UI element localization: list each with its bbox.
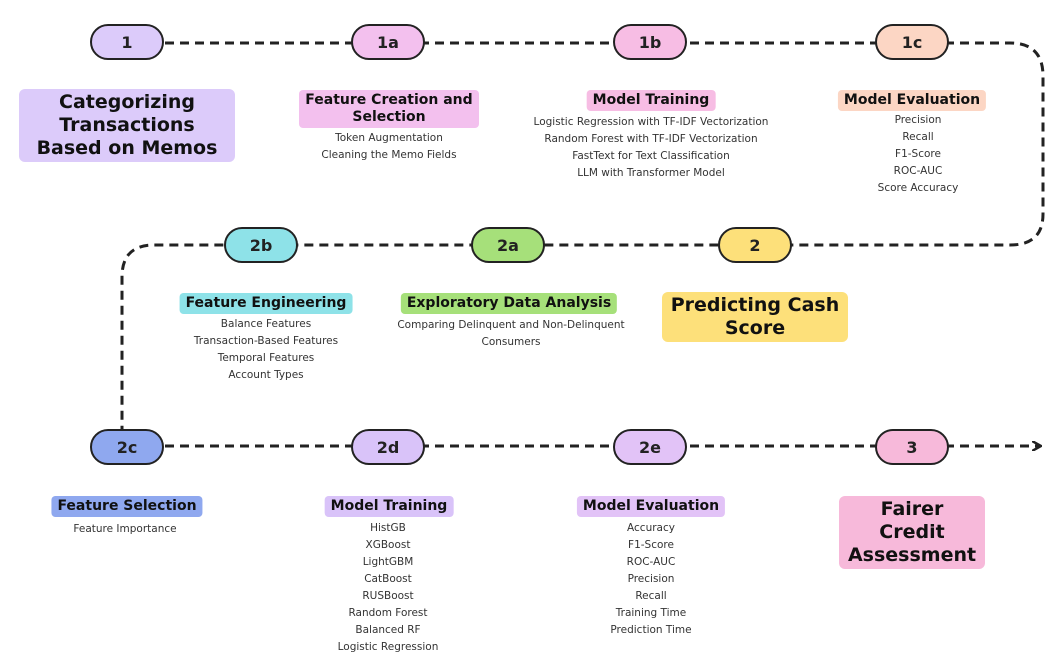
step-items-1c: Precision Recall F1-Score ROC-AUC Score … <box>878 112 959 197</box>
list-item: F1-Score <box>628 539 674 551</box>
step-node-2: 2 <box>718 227 792 263</box>
list-item: Logistic Regression <box>337 641 439 653</box>
step-node-1: 1 <box>90 24 164 60</box>
list-item: Prediction Time <box>610 624 692 636</box>
step-node-2b: 2b <box>224 227 298 263</box>
list-item: Precision <box>894 114 942 126</box>
step-node-1c: 1c <box>875 24 949 60</box>
step-title-2c: Feature Selection <box>51 496 203 517</box>
step-node-2a: 2a <box>471 227 545 263</box>
list-item: Random Forest <box>348 607 428 619</box>
list-item: Cleaning the Memo Fields <box>321 149 457 161</box>
step-title-2e: Model Evaluation <box>576 496 726 517</box>
step-node-2d: 2d <box>351 429 425 465</box>
list-item: Random Forest with TF-IDF Vectorization <box>544 133 758 145</box>
step-node-2e: 2e <box>613 429 687 465</box>
list-item: Recall <box>635 590 667 602</box>
step-node-1a: 1a <box>351 24 425 60</box>
step-items-1b: Logistic Regression with TF-IDF Vectoriz… <box>534 114 769 182</box>
list-item: Temporal Features <box>217 352 315 364</box>
list-item: LLM with Transformer Model <box>577 167 725 179</box>
list-item: Score Accuracy <box>877 182 959 194</box>
step-title-2b: Feature Engineering <box>179 293 353 314</box>
list-item: Token Augmentation <box>335 132 443 144</box>
step-title-1a: Feature Creation and Selection <box>299 90 479 128</box>
list-item: Precision <box>627 573 675 585</box>
list-item: Comparing Delinquent and Non-Delinquent <box>397 319 625 331</box>
list-item: ROC-AUC <box>626 556 676 568</box>
list-item: Balanced RF <box>355 624 421 636</box>
list-item: FastText for Text Classification <box>572 150 730 162</box>
step-title-1c: Model Evaluation <box>837 90 987 111</box>
dashed-connector-path <box>120 41 1045 444</box>
phase-title-predicting: Predicting Cash Score <box>662 292 848 342</box>
list-item: Transaction-Based Features <box>193 335 339 347</box>
list-item: HistGB <box>370 522 406 534</box>
step-title-2d: Model Training <box>324 496 454 517</box>
list-item: Account Types <box>228 369 304 381</box>
list-item: CatBoost <box>364 573 412 585</box>
step-items-2b: Balance Features Transaction-Based Featu… <box>194 316 338 384</box>
step-items-2e: Accuracy F1-Score ROC-AUC Precision Reca… <box>610 520 691 639</box>
list-item: Logistic Regression with TF-IDF Vectoriz… <box>533 116 769 128</box>
list-item: XGBoost <box>365 539 411 551</box>
step-node-1b: 1b <box>613 24 687 60</box>
step-items-2c: Feature Importance <box>73 521 176 538</box>
list-item: ROC-AUC <box>893 165 943 177</box>
step-items-2a: Comparing Delinquent and Non-Delinquent … <box>397 317 624 351</box>
list-item: Recall <box>902 131 934 143</box>
list-item: Training Time <box>615 607 687 619</box>
step-title-2a: Exploratory Data Analysis <box>400 293 618 314</box>
list-item: Accuracy <box>627 522 675 534</box>
step-node-3: 3 <box>875 429 949 465</box>
list-item: F1-Score <box>895 148 941 160</box>
step-node-2c: 2c <box>90 429 164 465</box>
step-items-2d: HistGB XGBoost LightGBM CatBoost RUSBoos… <box>338 520 439 656</box>
list-item: LightGBM <box>362 556 414 568</box>
list-item: Consumers <box>481 336 541 348</box>
list-item: RUSBoost <box>362 590 414 602</box>
list-item: Balance Features <box>220 318 312 330</box>
list-item: Feature Importance <box>73 523 177 535</box>
phase-title-categorizing: Categorizing Transactions Based on Memos <box>19 89 235 162</box>
step-title-1b: Model Training <box>586 90 716 111</box>
phase-title-fairer: Fairer Credit Assessment <box>839 496 985 569</box>
step-items-1a: Token Augmentation Cleaning the Memo Fie… <box>321 130 456 164</box>
